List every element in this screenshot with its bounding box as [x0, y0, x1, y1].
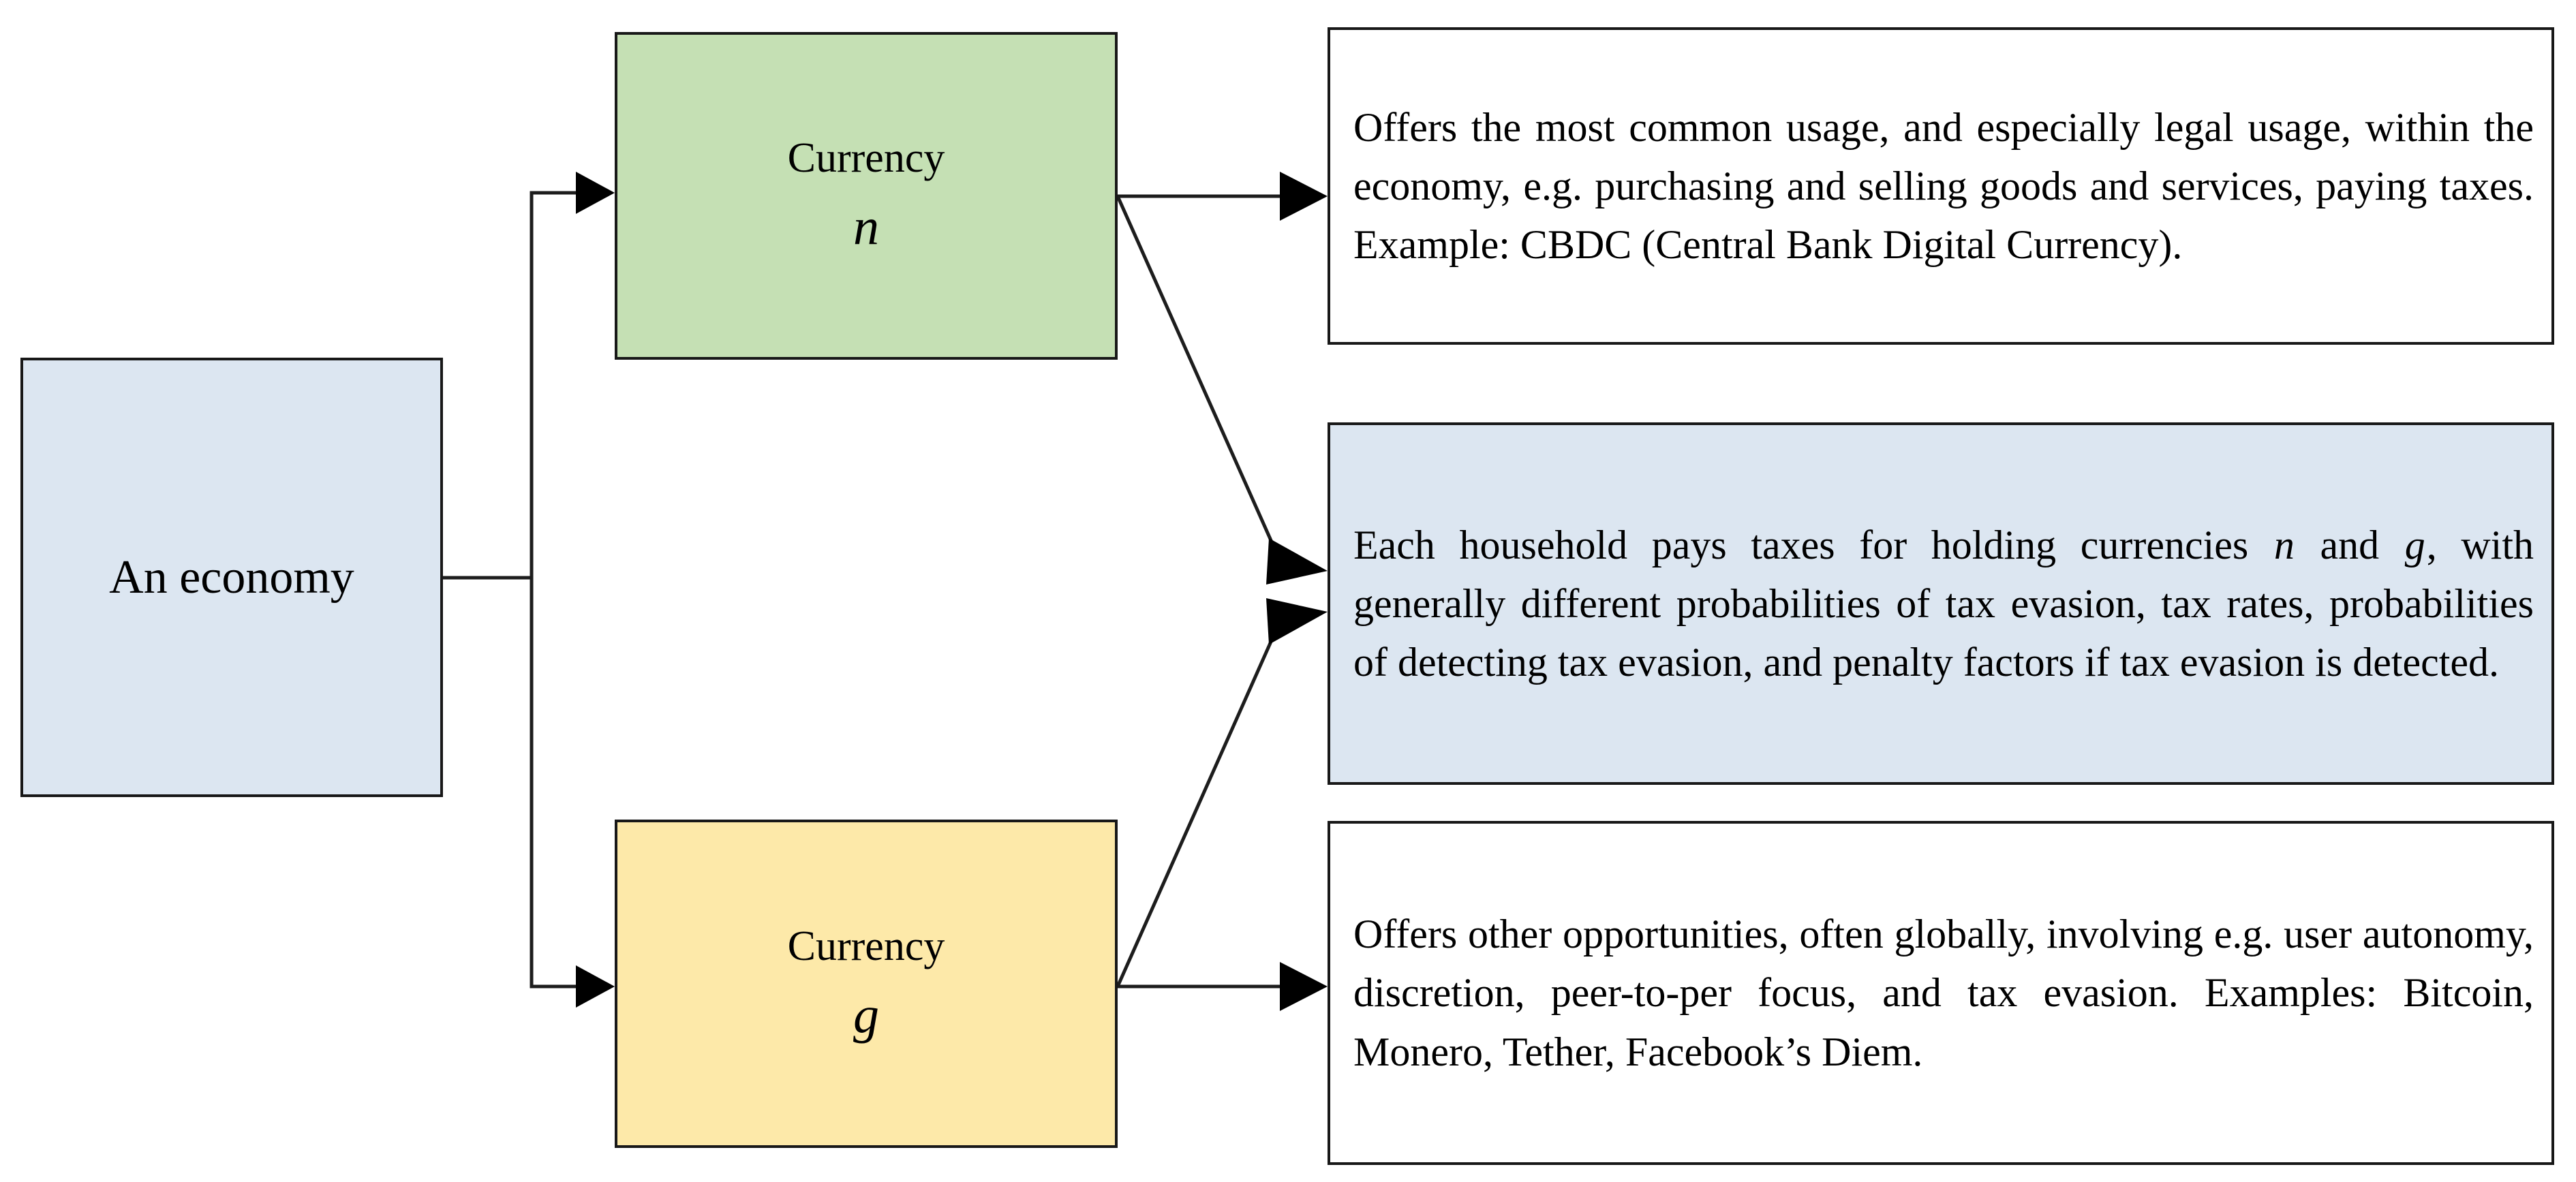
arrowhead-to-currency-n — [576, 172, 615, 214]
arrowhead-to-currency-g-desc — [1280, 962, 1328, 1011]
description-currency-n-text: Offers the most common usage, and especi… — [1353, 104, 2534, 268]
node-currency-g-label: Currency — [787, 922, 945, 969]
shared-note-symbol-n: n — [2273, 522, 2295, 567]
arrowhead-to-currency-g — [576, 965, 615, 1008]
description-currency-g: Offers other opportunities, often global… — [1328, 821, 2554, 1165]
shared-note-part-2: and — [2295, 522, 2404, 567]
node-currency-n[interactable]: Currency n — [615, 32, 1118, 360]
description-shared-tax-note: Each household pays taxes for holding cu… — [1328, 422, 2554, 785]
arrowhead-to-currency-n-desc — [1280, 172, 1328, 221]
node-currency-g-symbol: g — [853, 986, 879, 1044]
edge-currency-n-to-shared-note — [1116, 195, 1283, 565]
node-currency-n-symbol: n — [853, 198, 879, 256]
shared-note-symbol-g: g — [2404, 522, 2425, 567]
description-shared-tax-note-text: Each household pays taxes for holding cu… — [1353, 516, 2534, 691]
edge-currency-g-to-shared-note — [1116, 617, 1283, 988]
description-currency-g-text: Offers other opportunities, often global… — [1353, 912, 2534, 1074]
node-currency-n-label: Currency — [787, 135, 945, 182]
edge-economy-to-currency-g — [530, 578, 576, 989]
node-currency-g[interactable]: Currency g — [615, 820, 1118, 1148]
node-an-economy[interactable]: An economy — [20, 358, 443, 797]
arrowhead-g-to-shared-note — [1266, 598, 1328, 644]
shared-note-part-1: Each household pays taxes for holding cu… — [1353, 522, 2273, 567]
shared-note-part-3: , with generally different probabilities… — [1353, 522, 2534, 685]
description-currency-n: Offers the most common usage, and especi… — [1328, 27, 2554, 345]
node-an-economy-label: An economy — [109, 551, 354, 604]
arrowhead-n-to-shared-note — [1266, 538, 1328, 585]
edge-economy-to-currency-n — [530, 191, 576, 578]
